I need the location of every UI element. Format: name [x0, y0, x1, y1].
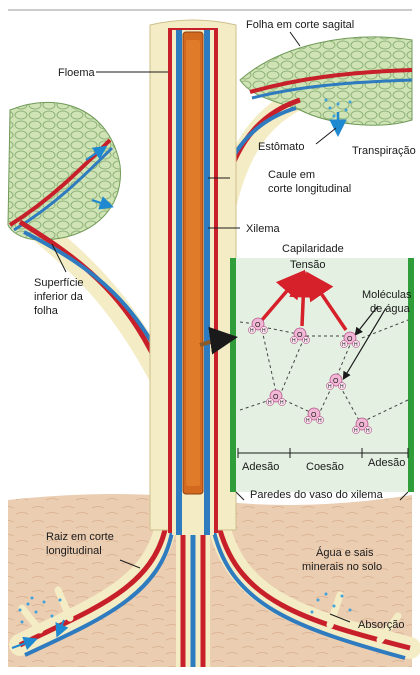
label-absorcao: Absorção — [358, 619, 404, 631]
label-raiz-2: longitudinal — [46, 545, 102, 557]
label-caule-2: corte longitudinal — [268, 183, 351, 195]
hydrogen-symbol: H — [366, 428, 370, 434]
label-adesao-right: Adesão — [368, 457, 405, 469]
label-superficie-2: inferior da — [34, 291, 84, 303]
label-agua-2: minerais no solo — [302, 561, 382, 573]
label-superficie-3: folha — [34, 305, 59, 317]
label-raiz-1: Raiz em corte — [46, 531, 114, 543]
label-superficie-1: Superfície — [34, 277, 84, 289]
label-folha-corte: Folha em corte sagital — [246, 19, 354, 31]
label-coesao: Coesão — [306, 461, 344, 473]
label-moleculas-2: de água — [370, 303, 411, 315]
hydrogen-symbol: H — [292, 338, 296, 344]
label-paredes: Paredes do vaso do xilema — [250, 489, 384, 501]
oxygen-symbol: O — [273, 394, 279, 401]
label-floema: Floema — [58, 67, 96, 79]
oxygen-symbol: O — [347, 336, 353, 343]
hydrogen-symbol: H — [354, 342, 358, 348]
hydrogen-symbol: H — [304, 338, 308, 344]
hydrogen-symbol: H — [268, 400, 272, 406]
label-caule-1: Caule em — [268, 169, 315, 181]
hydrogen-symbol: H — [354, 428, 358, 434]
label-capilaridade: Capilaridade — [282, 243, 344, 255]
hydrogen-symbol: H — [328, 384, 332, 390]
oxygen-symbol: O — [333, 378, 339, 385]
label-adesao-left: Adesão — [242, 461, 279, 473]
left-leaf — [8, 102, 120, 240]
label-moleculas-1: Moléculas — [362, 289, 412, 301]
inset-wall-left — [230, 258, 236, 492]
oxygen-symbol: O — [359, 422, 365, 429]
label-xilema: Xilema — [246, 223, 281, 235]
label-estomato: Estômato — [258, 141, 304, 153]
main-stem — [150, 20, 236, 535]
oxygen-symbol: O — [297, 332, 303, 339]
label-agua-1: Água e sais — [316, 546, 374, 559]
oxygen-symbol: O — [311, 412, 317, 419]
hydrogen-symbol: H — [342, 342, 346, 348]
hydrogen-symbol: H — [262, 328, 266, 334]
hydrogen-symbol: H — [306, 418, 310, 424]
hydrogen-symbol: H — [318, 418, 322, 424]
hydrogen-symbol: H — [250, 328, 254, 334]
hydrogen-symbol: H — [340, 384, 344, 390]
oxygen-symbol: O — [255, 322, 261, 329]
hydrogen-symbol: H — [280, 400, 284, 406]
label-transpiracao: Transpiração — [352, 145, 416, 157]
label-tensao: Tensão — [290, 259, 325, 271]
